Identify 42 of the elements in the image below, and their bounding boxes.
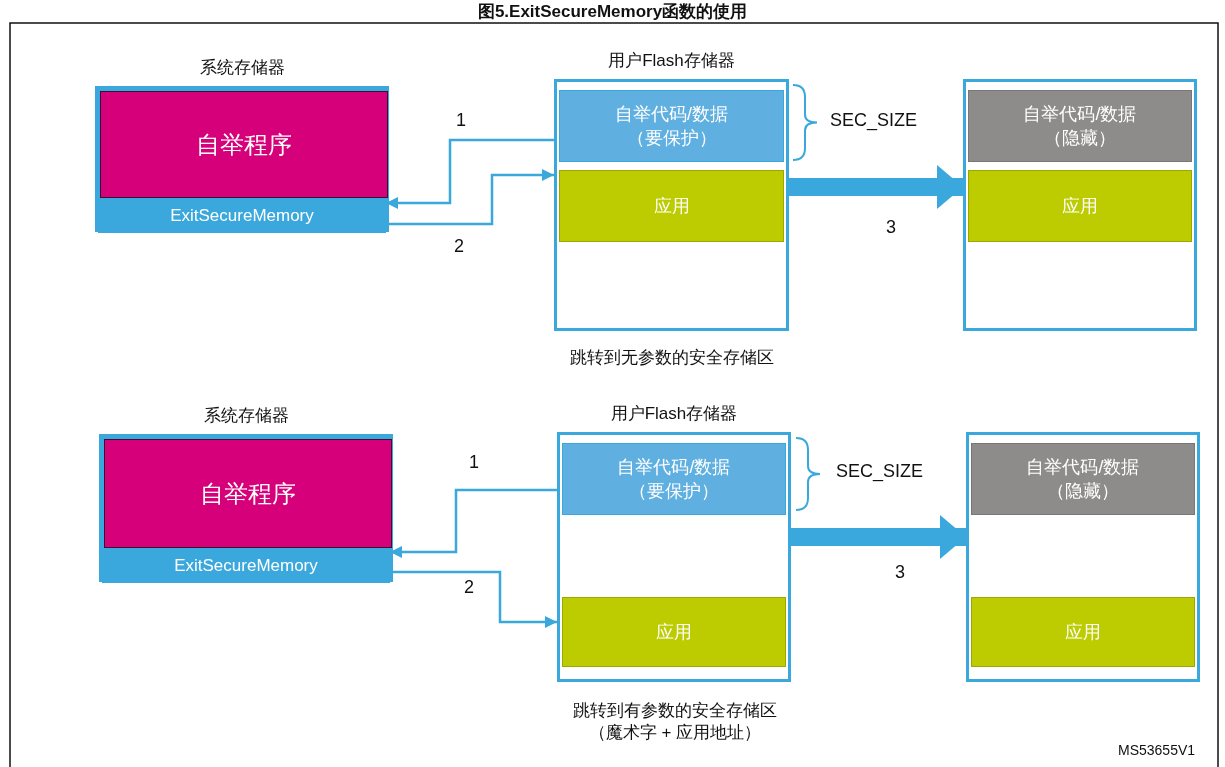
- area-label: 自举代码/数据（隐藏）: [1022, 103, 1138, 150]
- area-label: 自举程序: [200, 478, 296, 509]
- application-area: [559, 170, 784, 242]
- edge-label: 2: [454, 236, 464, 257]
- area-label: 自举程序: [196, 129, 292, 160]
- area-label: ExitSecureMemory: [174, 556, 318, 576]
- protected-area: [559, 90, 784, 162]
- area-label: 自举代码/数据（隐藏）: [1025, 456, 1141, 503]
- block-arrow: [789, 165, 963, 209]
- program-block: [104, 439, 392, 548]
- area-label: 自举代码/数据（要保护）: [616, 456, 732, 503]
- caption: 跳转到无参数的安全存储区: [569, 347, 775, 369]
- memory-block: [966, 432, 1200, 682]
- memory-heading: 用户Flash存储器: [608, 50, 735, 72]
- area-label: 应用: [653, 195, 690, 218]
- application-area: [968, 170, 1192, 242]
- figure-id: MS53655V1: [1118, 742, 1196, 758]
- area-label: ExitSecureMemory: [170, 206, 314, 226]
- area-label: 应用: [1062, 195, 1098, 218]
- edge-label: 3: [886, 217, 896, 238]
- area-label: 应用: [1065, 621, 1101, 644]
- edge-label: 2: [464, 577, 474, 598]
- block-arrow: [791, 515, 966, 559]
- memory-heading: 系统存储器: [203, 405, 289, 427]
- edge-label: 3: [895, 562, 905, 583]
- memory-heading: 系统存储器: [199, 57, 285, 79]
- hidden-area: [968, 90, 1192, 162]
- edge-label: 1: [469, 452, 479, 473]
- protected-area: [562, 443, 786, 515]
- size-label: SEC_SIZE: [830, 110, 918, 131]
- area-label: 自举代码/数据（要保护）: [614, 103, 729, 150]
- memory-block: [963, 79, 1197, 331]
- caption: 跳转到有参数的安全存储区（魔术字 + 应用地址）: [572, 700, 778, 745]
- figure-title: 图5.ExitSecureMemory函数的使用: [477, 1, 748, 23]
- memory-heading: 用户Flash存储器: [610, 403, 738, 425]
- size-label: SEC_SIZE: [836, 461, 924, 482]
- program-block: [100, 91, 388, 198]
- application-area: [971, 597, 1195, 667]
- application-area: [562, 597, 786, 667]
- area-label: 应用: [656, 621, 692, 644]
- hidden-area: [971, 443, 1195, 515]
- edge-label: 1: [456, 110, 466, 131]
